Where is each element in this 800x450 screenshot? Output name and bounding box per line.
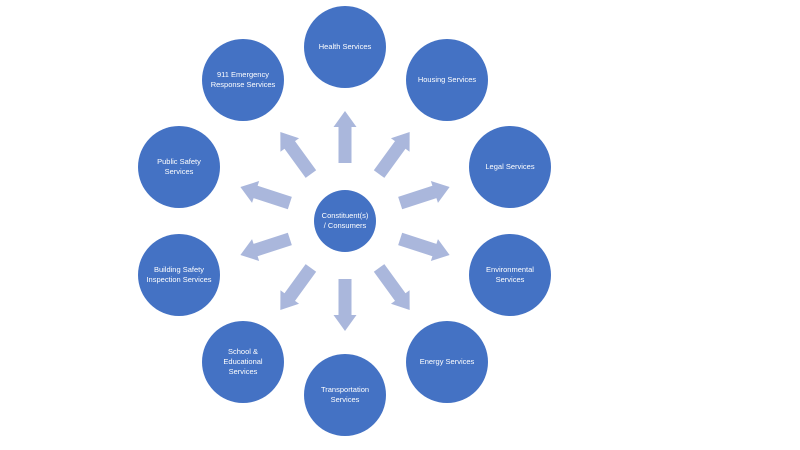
node-transportation-services: Transportation Services [304, 354, 386, 436]
arrow-to-environmental-services [398, 232, 450, 261]
arrow-to-health-services [333, 111, 357, 163]
arrow-to-transportation-services [333, 279, 357, 331]
node-label: Transportation Services [320, 384, 370, 404]
node-label: Housing Services [417, 74, 477, 84]
arrow-to-public-safety-services [240, 181, 292, 210]
node-energy-services: Energy Services [406, 321, 488, 403]
node-label: Public Safety Services [157, 156, 201, 176]
node-building-safety-inspection-services: Building Safety Inspection Services [138, 234, 220, 316]
arrow-to-building-safety-inspection-services [240, 232, 292, 261]
arrow-to-school-educational-services [280, 264, 317, 310]
node-school-educational-services: School & Educational Services [202, 321, 284, 403]
node-housing-services: Housing Services [406, 39, 488, 121]
node-label: School & Educational Services [223, 346, 263, 377]
arrow-to-911-emergency-response-services [280, 132, 317, 178]
node-health-services: Health Services [304, 6, 386, 88]
arrow-to-housing-services [373, 132, 410, 178]
node-public-safety-services: Public Safety Services [138, 126, 220, 208]
center-label-line2: / Consumers [323, 221, 367, 230]
node-label: Health Services [318, 41, 372, 51]
node-label: Legal Services [485, 161, 535, 171]
center-label-line1: Constituent(s) [321, 210, 369, 220]
node-label: 911 Emergency Response Services [210, 69, 276, 89]
node-label: Building Safety Inspection Services [146, 264, 212, 284]
node-label: Environmental Services [486, 264, 534, 284]
node-label: Energy Services [419, 356, 475, 366]
node-label: Constituent(s) / Consumers [322, 211, 369, 231]
arrow-to-energy-services [373, 264, 410, 310]
node-911-emergency-response-services: 911 Emergency Response Services [202, 39, 284, 121]
arrow-to-legal-services [398, 181, 450, 210]
node-environmental-services: Environmental Services [469, 234, 551, 316]
node-legal-services: Legal Services [469, 126, 551, 208]
node-center-constituents-consumers: Constituent(s) / Consumers [314, 190, 376, 252]
